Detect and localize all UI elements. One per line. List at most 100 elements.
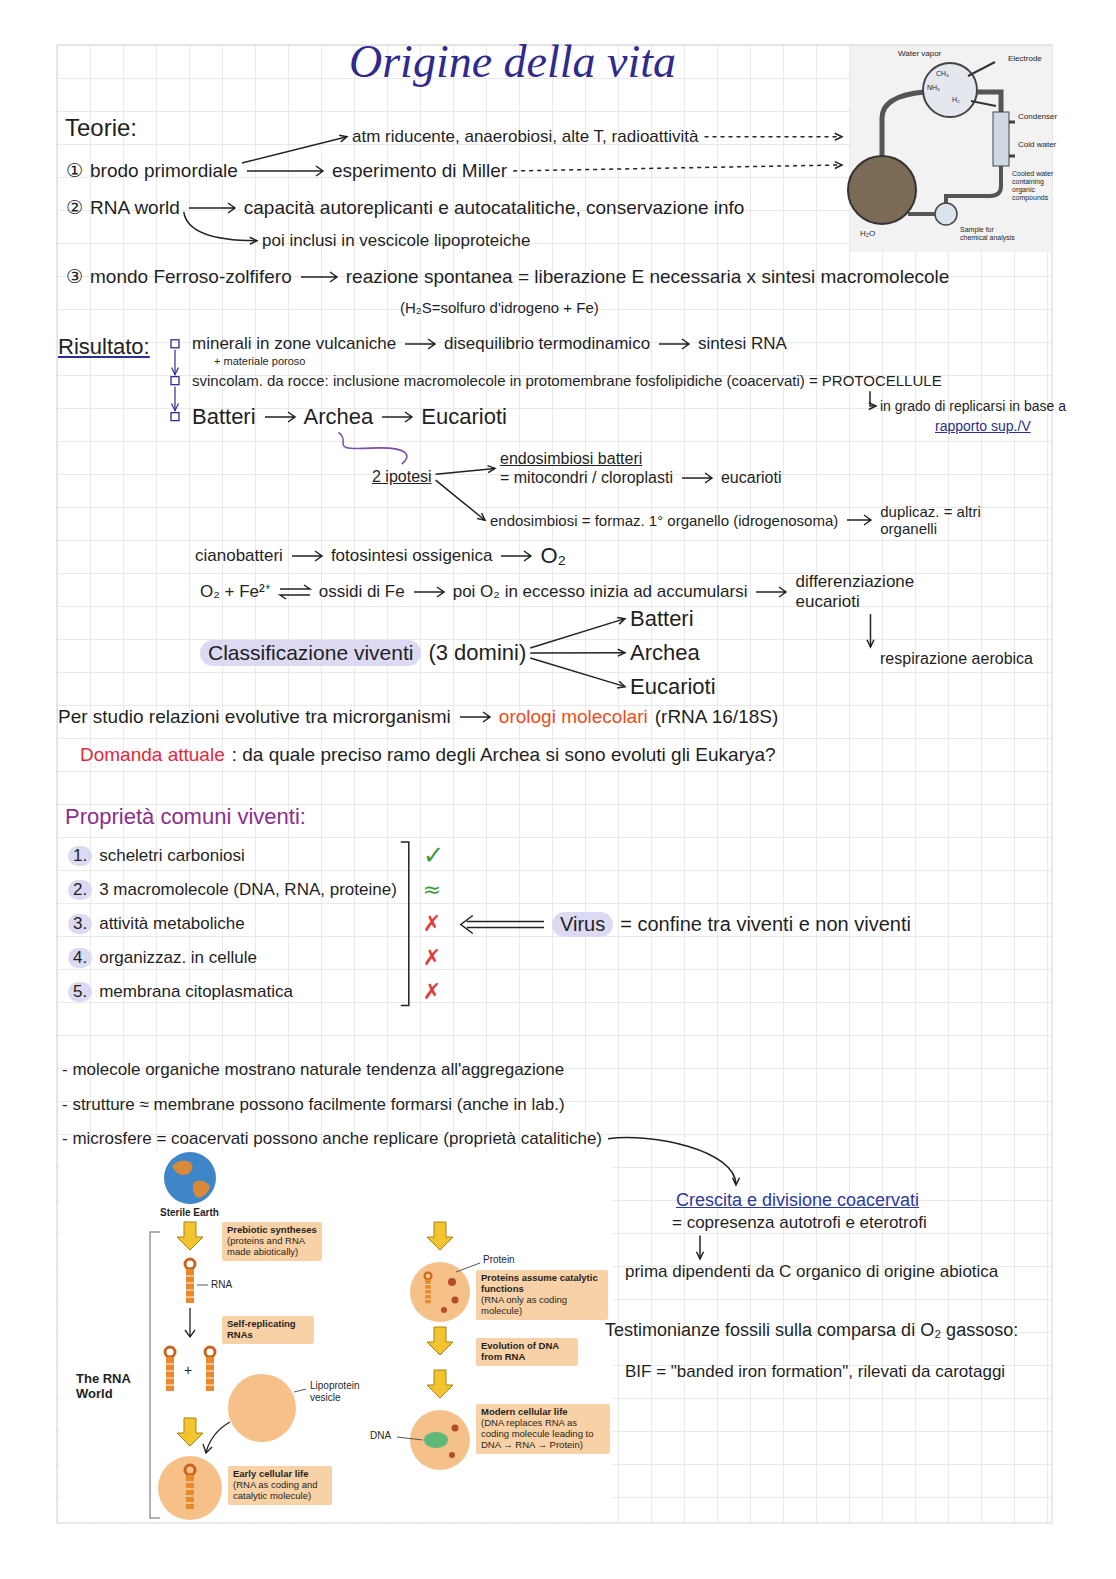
arrow-line xyxy=(292,551,322,561)
figure-caption-box: Prebiotic syntheses(proteins and RNA mad… xyxy=(222,1222,322,1261)
condenser xyxy=(993,112,1009,166)
node-heading: Early cellular life xyxy=(233,1469,327,1480)
inline-arrow xyxy=(290,548,324,564)
text-row: Per studio relazioni evolutive tra micro… xyxy=(58,706,778,728)
arrow-head xyxy=(250,237,257,244)
note-text: Batteri xyxy=(192,404,256,429)
arrow-line xyxy=(460,712,490,722)
stage-arrow xyxy=(177,1222,203,1250)
figure-caption-box: Early cellular life(RNA as coding and ca… xyxy=(228,1466,332,1505)
note-text: sintesi RNA xyxy=(698,334,787,354)
note-text: duplicaz. = altri organelli xyxy=(880,503,1010,538)
node-body: (DNA replaces RNA as coding molecule lea… xyxy=(481,1418,605,1451)
text-row: Sterile Earth xyxy=(160,1207,219,1219)
note-text: 3 macromolecole (DNA, RNA, proteine) xyxy=(99,880,397,900)
inline-arrow xyxy=(499,548,533,564)
early-cell xyxy=(158,1456,222,1520)
apparatus-label: Electrode xyxy=(1008,54,1042,63)
lipoprotein-vesicle xyxy=(228,1374,296,1442)
apparatus-label: Condenser xyxy=(1018,112,1057,121)
text-row: cianobatterifotosintesi ossigenicaO₂ xyxy=(195,543,566,568)
stage-arrow xyxy=(427,1327,453,1355)
arrow-line xyxy=(301,272,337,282)
note-text: = confine tra viventi e non viventi xyxy=(620,913,911,936)
squiggle-line xyxy=(338,432,406,464)
arrow-line xyxy=(659,339,689,349)
text-row: rapporto sup./V xyxy=(935,418,1031,434)
earth-globe xyxy=(164,1152,216,1204)
approx-mark: ≈ xyxy=(423,877,441,902)
text-row: RNA xyxy=(211,1279,232,1291)
stage-arrow xyxy=(427,1370,453,1398)
figure-label: The RNA World xyxy=(76,1372,144,1402)
text-row: - molecole organiche mostrano naturale t… xyxy=(62,1060,564,1080)
note-text: - microsfere = coacervati possono anche … xyxy=(62,1129,602,1149)
glass-tube xyxy=(977,92,1001,112)
text-row: Crescita e divisione coacervati xyxy=(676,1190,919,1211)
apparatus-label: Water vapor xyxy=(898,49,941,58)
text-row: in grado di replicarsi in base a xyxy=(880,398,1066,414)
text-row: 2. 3 macromolecole (DNA, RNA, proteine) xyxy=(68,880,397,900)
arrow-line xyxy=(501,551,531,561)
note-text: organizzaz. in cellule xyxy=(99,948,257,968)
text-row: BIF = "banded iron formation", rilevati … xyxy=(625,1362,1005,1382)
text-row: endosimbiosi batteri xyxy=(500,450,642,468)
text-row: Condenser xyxy=(1018,112,1057,121)
node-body: (RNA only as coding molecule) xyxy=(481,1295,603,1317)
highlight-box: Classificazione viventi xyxy=(200,640,421,666)
note-text: Testimonianze fossili sulla comparsa di … xyxy=(605,1320,1018,1341)
list-number: 5. xyxy=(68,982,92,1002)
text-row: Protein xyxy=(483,1254,515,1266)
bullet-square xyxy=(171,377,179,385)
note-text: brodo primordiale xyxy=(90,160,238,182)
arrow-line xyxy=(436,468,495,474)
apparatus-label: Sample for chemical analysis xyxy=(960,226,1015,242)
inline-arrow xyxy=(299,269,339,285)
node-heading: Virus xyxy=(560,913,605,935)
rna-hairpin xyxy=(205,1347,215,1391)
text-row: 3.attività metaboliche xyxy=(68,914,245,934)
figure-label: Sterile Earth xyxy=(160,1207,219,1219)
cross-mark: ✗ xyxy=(423,979,441,1004)
note-text: Per studio relazioni evolutive tra micro… xyxy=(58,706,451,728)
note-text: Crescita e divisione coacervati xyxy=(676,1190,919,1211)
note-text: eucarioti xyxy=(721,469,781,487)
highlight-box: Virus xyxy=(552,912,613,937)
text-row: Testimonianze fossili sulla comparsa di … xyxy=(605,1320,1018,1341)
list-number: 4. xyxy=(68,948,92,968)
arrow-line xyxy=(682,473,712,483)
text-row: prima dipendenti da C organico di origin… xyxy=(625,1262,998,1282)
arrow-line xyxy=(242,137,347,163)
note-text: Batteri xyxy=(630,606,694,631)
leader-line xyxy=(397,1437,423,1440)
bracket xyxy=(150,1232,160,1518)
note-text: cianobatteri xyxy=(195,546,283,566)
text-row: Classificazione viventi(3 domini) xyxy=(200,640,526,666)
text-row: endosimbiosi = formaz. 1° organello (idr… xyxy=(490,503,1010,538)
grid-paper xyxy=(57,45,1052,1523)
arrow-head xyxy=(869,403,876,410)
note-text: capacità autoreplicanti e autocatalitich… xyxy=(244,197,745,219)
node-heading: Proteins assume catalytic functions xyxy=(481,1273,603,1295)
arrow-line xyxy=(530,619,625,648)
figure-caption-box: Proteins assume catalytic functions(RNA … xyxy=(476,1270,608,1320)
inline-arrow xyxy=(754,584,788,600)
arrow-head xyxy=(477,513,485,520)
bullet-square xyxy=(171,413,179,421)
arrow-head xyxy=(835,133,842,140)
protein-blob xyxy=(448,1278,456,1286)
continent xyxy=(172,1161,210,1198)
figure-caption-box: Modern cellular life(DNA replaces RNA as… xyxy=(476,1404,610,1454)
figure-label: Protein xyxy=(483,1254,515,1266)
leader-line xyxy=(294,1389,306,1392)
arrow-head xyxy=(617,617,625,624)
water-port xyxy=(1009,122,1015,156)
list-number: 2. xyxy=(68,880,92,900)
note-text: - strutture ≈ membrane possono facilment… xyxy=(62,1095,565,1115)
equilibrium-arrow xyxy=(278,584,312,600)
node-heading: Self-replicating RNAs xyxy=(227,1319,309,1341)
inline-arrow xyxy=(245,163,325,179)
text-row: O₂ + Fe²⁺ossidi di Fepoi O₂ in eccesso i… xyxy=(200,572,945,611)
inline-arrow xyxy=(657,336,691,352)
text-row: respirazione aerobica xyxy=(880,650,1033,668)
